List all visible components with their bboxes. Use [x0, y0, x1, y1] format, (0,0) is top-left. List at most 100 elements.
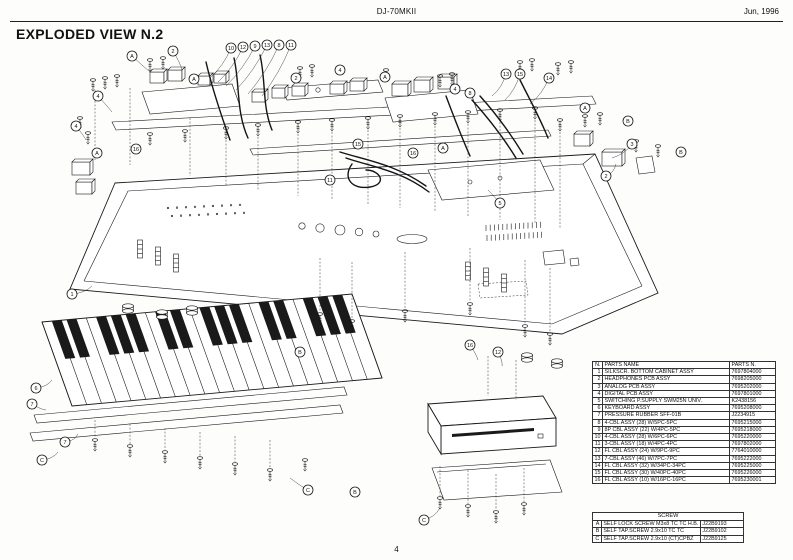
svg-text:A: A	[95, 151, 99, 157]
chassis-rail-lower	[249, 129, 552, 156]
parts-cell: 4	[592, 389, 603, 399]
pressure-rubber-strip	[29, 404, 344, 442]
floor-hole	[184, 206, 188, 209]
parts-cell: 7697804000	[729, 368, 776, 377]
callout-1: 1	[66, 288, 78, 300]
connector-box	[391, 80, 412, 97]
svg-text:A: A	[441, 146, 445, 152]
svg-text:A: A	[130, 54, 134, 60]
screw-icon	[465, 504, 471, 518]
callout-C: C	[302, 484, 314, 496]
white-key-line	[86, 317, 117, 403]
headphones-pcb	[141, 83, 241, 115]
callout-10: 10	[225, 42, 237, 54]
black-key	[199, 306, 223, 346]
screw-icon	[402, 309, 408, 323]
connector-boxes	[71, 66, 626, 195]
floor-hole	[179, 214, 183, 217]
black-key	[302, 297, 327, 337]
parts-cell: 12	[592, 447, 603, 456]
floor-hole	[170, 214, 174, 218]
disk-drive	[427, 395, 557, 456]
parts-cell: 7695230001	[729, 476, 776, 485]
black-key	[258, 301, 282, 341]
parts-cell: ANALOG PCB ASSY	[602, 382, 730, 391]
parts-cell: 7698205000	[729, 375, 776, 384]
black-key	[332, 294, 356, 334]
screw-icon	[223, 126, 229, 140]
svg-text:C: C	[306, 488, 310, 494]
cabinet-cutout	[542, 249, 566, 266]
screw-table-title: SCREW	[592, 512, 744, 521]
callout-4: 4	[70, 120, 82, 132]
parts-cell: 4-CBL ASSY (28) W/6PC-6PC	[602, 433, 730, 442]
svg-text:7: 7	[63, 440, 66, 446]
callout-15: 15	[514, 68, 526, 80]
black-key	[96, 316, 120, 355]
connector-box	[413, 76, 434, 93]
bottom-cabinet	[69, 153, 659, 335]
screw-icon	[317, 312, 323, 326]
floor-hole	[242, 211, 246, 214]
keyboard-assembly	[41, 293, 383, 407]
callout-A: A	[91, 147, 103, 159]
callout-7: 7	[59, 436, 71, 448]
callout-14: 14	[543, 72, 555, 84]
parts-cell: PRESSURE RUBBER SFF-01B	[602, 411, 730, 420]
parts-cell: 8	[592, 418, 603, 427]
screw-cell: C	[592, 534, 602, 543]
screw-icon	[437, 496, 443, 510]
screw-icon	[465, 110, 471, 124]
svg-text:6: 6	[34, 386, 37, 392]
parts-cell: 7697801000	[729, 389, 776, 399]
svg-text:11: 11	[327, 178, 333, 184]
drive-side	[427, 402, 442, 456]
rubber-feet	[122, 303, 563, 369]
svg-text:B: B	[679, 150, 683, 156]
callout-A: A	[379, 71, 391, 83]
svg-text:12: 12	[240, 45, 246, 51]
parts-cell: 15	[592, 469, 603, 478]
parts-cell: 4-CBL ASSY (28) W/5PC-5PC	[602, 418, 730, 427]
cabinet-dashed-region	[477, 280, 529, 299]
jack-hole	[315, 87, 321, 93]
screw-icon	[655, 144, 661, 158]
svg-text:3: 3	[630, 142, 633, 148]
standoff-spacer	[501, 273, 507, 293]
black-key	[228, 304, 253, 343]
callout-A: A	[579, 102, 591, 114]
screw-icon	[522, 324, 528, 338]
screw-icon	[92, 438, 98, 452]
svg-text:13: 13	[503, 72, 509, 78]
screw-icon	[302, 458, 308, 472]
parts-cell: K2438156	[729, 397, 776, 406]
svg-text:13: 13	[264, 43, 270, 49]
screw-icon	[547, 332, 553, 346]
connector-box	[75, 178, 96, 195]
svg-text:15: 15	[355, 142, 361, 148]
svg-text:A: A	[192, 77, 196, 83]
floor-hole	[188, 214, 192, 217]
callout-B: B	[622, 115, 634, 127]
svg-text:A: A	[383, 75, 387, 81]
connector-box	[291, 82, 309, 97]
bracket-outline	[431, 459, 563, 501]
svg-text:8: 8	[468, 91, 471, 97]
screw-cell: SELF LOCK SCREW M3x8 TC TC H.B.	[600, 520, 701, 529]
screw-icon	[568, 60, 574, 74]
screw-icon	[267, 468, 273, 482]
callout-16: 16	[407, 147, 419, 159]
callout-11: 11	[285, 39, 297, 51]
screw-icon	[329, 118, 335, 132]
floor-hole	[175, 206, 179, 209]
floor-hole	[220, 204, 224, 207]
